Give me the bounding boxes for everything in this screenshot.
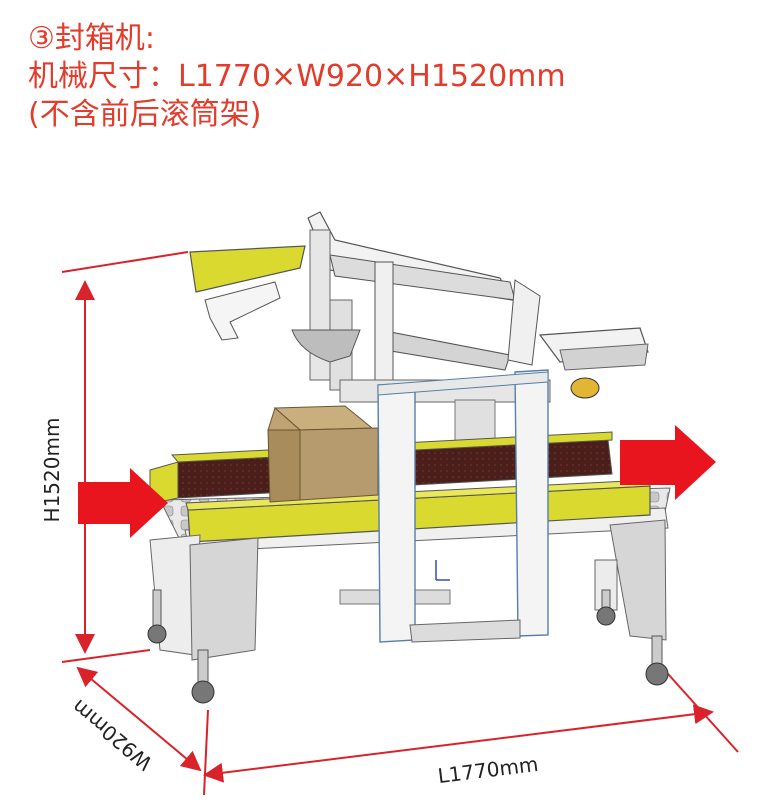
machine-title: ③封箱机: bbox=[28, 21, 156, 56]
top-front-guide bbox=[189, 245, 306, 293]
casters bbox=[147, 589, 669, 704]
machine-dimensions: 机械尺寸：L1770×W920×H1520mm bbox=[28, 59, 566, 94]
header: ③封箱机: 机械尺寸：L1770×W920×H1520mm (不含前后滚筒架) bbox=[28, 20, 566, 134]
machine-note: (不含前后滚筒架) bbox=[28, 97, 262, 132]
top-head-assembly bbox=[189, 211, 649, 461]
outlet-arrow-icon bbox=[620, 425, 716, 500]
height-ref-bottom bbox=[61, 649, 151, 663]
caster-wheel-icon bbox=[147, 624, 167, 644]
width-dimension-line bbox=[76, 666, 202, 772]
caster-wheel-icon bbox=[596, 606, 616, 626]
front-left-leg bbox=[189, 537, 259, 661]
inlet-arrow-icon bbox=[78, 468, 168, 538]
front-right-leg bbox=[609, 519, 667, 641]
carton-box bbox=[267, 405, 379, 503]
length-ref-right bbox=[659, 664, 739, 753]
length-ref-left bbox=[203, 709, 209, 796]
dimension-lines bbox=[61, 251, 739, 796]
tape-roll bbox=[570, 377, 600, 399]
length-dimension-line bbox=[203, 704, 714, 783]
front-frame bbox=[377, 369, 549, 643]
caster-wheel-icon bbox=[645, 662, 669, 686]
height-label: H1520mm bbox=[40, 417, 64, 523]
height-ref-top bbox=[61, 251, 189, 273]
caster-wheel-icon bbox=[191, 680, 215, 704]
